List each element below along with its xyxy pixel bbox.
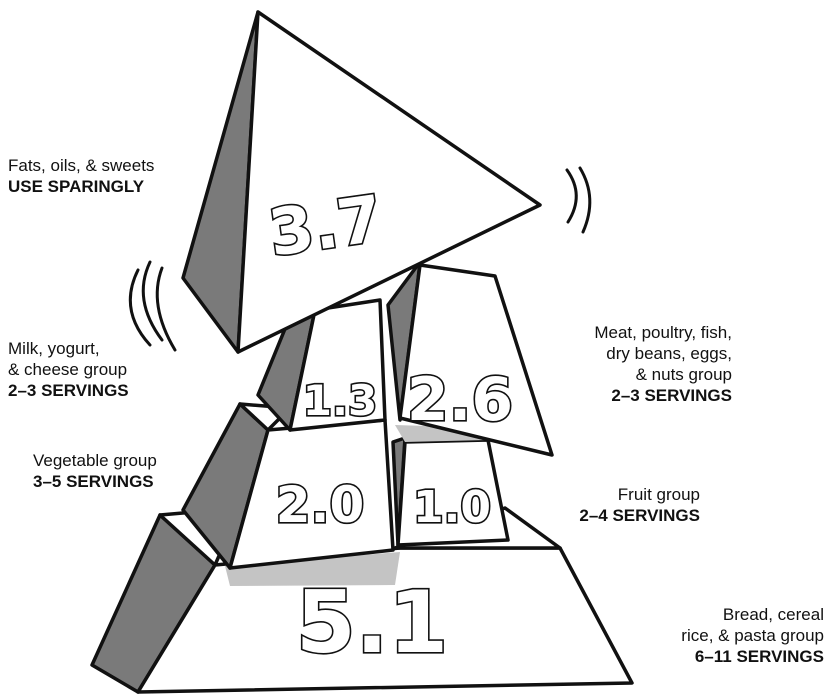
meat-block (386, 260, 554, 457)
bread-servings: 6–11 SERVINGS (694, 647, 824, 666)
fats-label: Fats, oils, & sweets USE SPARINGLY (8, 155, 154, 197)
vegetable-value: 2.0 (276, 476, 365, 534)
bread-value: 5.1 (296, 573, 448, 673)
milk-name-line-2: & cheese group (8, 360, 128, 379)
fats-block (181, 10, 542, 354)
fruit-value: 1.0 (413, 482, 491, 533)
fruit-servings: 2–4 SERVINGS (579, 506, 700, 525)
meat-value: 2.6 (407, 365, 513, 435)
meat-name-line-1: Meat, poultry, fish, (594, 323, 732, 342)
meat-label: Meat, poultry, fish, dry beans, eggs, & … (594, 322, 732, 406)
bread-label: Bread, cereal rice, & pasta group 6–11 S… (681, 604, 824, 667)
meat-name-line-3: & nuts group (635, 365, 732, 384)
bread-name-line-2: rice, & pasta group (681, 626, 824, 645)
fats-name: Fats, oils, & sweets (8, 156, 155, 175)
fats-servings: USE SPARINGLY (8, 177, 145, 196)
milk-value: 1.3 (303, 376, 377, 425)
fats-value: 3.7 (264, 182, 387, 271)
vegetable-name: Vegetable group (33, 451, 157, 470)
fruit-name: Fruit group (617, 485, 700, 504)
meat-servings: 2–3 SERVINGS (611, 386, 732, 405)
vegetable-servings: 3–5 SERVINGS (33, 472, 154, 491)
milk-label: Milk, yogurt, & cheese group 2–3 SERVING… (8, 338, 129, 401)
milk-name-line-1: Milk, yogurt, (8, 339, 100, 358)
milk-servings: 2–3 SERVINGS (8, 381, 129, 400)
bread-block (90, 506, 634, 694)
vegetable-label: Vegetable group 3–5 SERVINGS (33, 450, 157, 492)
fruit-label: Fruit group 2–4 SERVINGS (579, 484, 700, 526)
meat-name-line-2: dry beans, eggs, (606, 344, 732, 363)
wobble-lines (128, 166, 592, 352)
bread-name-line-1: Bread, cereal (722, 605, 824, 624)
